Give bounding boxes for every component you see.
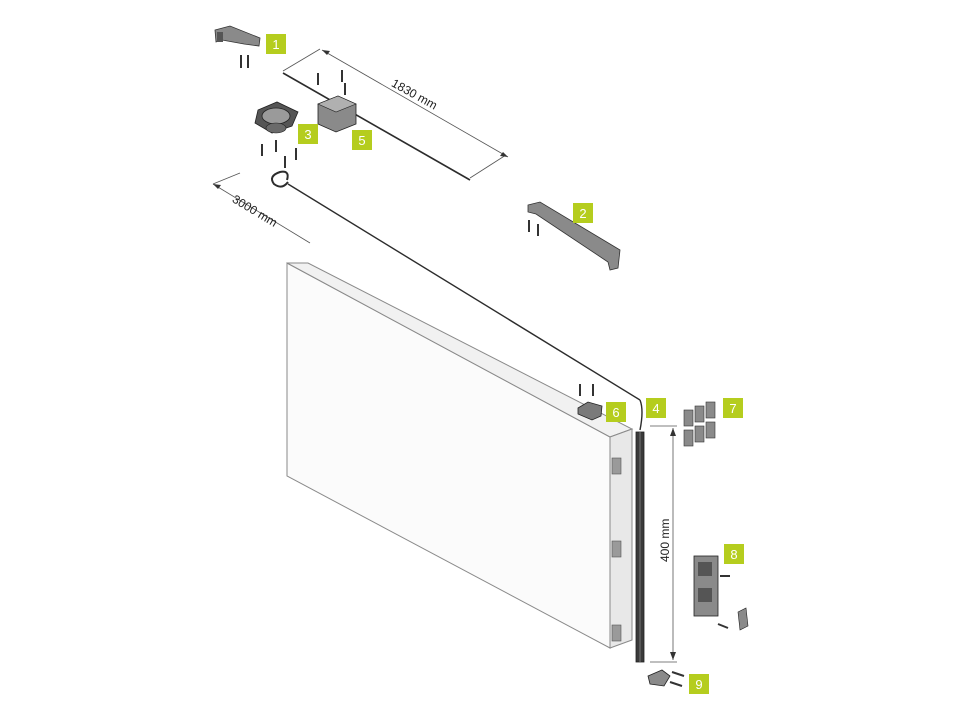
part-6-clamp: [577, 384, 603, 421]
callout-9: 9: [689, 674, 709, 694]
callout-1: 1: [266, 34, 286, 54]
callout-5: 5: [352, 130, 372, 150]
panel-slot-top: [611, 457, 622, 475]
part-7-pads: [683, 401, 716, 447]
rail-1830: [282, 48, 509, 181]
part-8-guide: [693, 555, 749, 631]
callout-3: 3: [298, 124, 318, 144]
panel-slot-middle: [611, 540, 622, 558]
dimension-spring-label: 400 mm: [658, 518, 672, 562]
callout-2: 2: [573, 203, 593, 223]
part-5-carriage: [317, 70, 357, 133]
panel-slot-bottom: [611, 624, 622, 642]
callout-4: 4: [646, 398, 666, 418]
part-9-holder: [647, 669, 685, 687]
cable-3000: [212, 170, 643, 431]
part-1-end-stop: [214, 25, 261, 68]
callout-6: 6: [606, 402, 626, 422]
door-panel: [286, 262, 634, 649]
callout-8: 8: [724, 544, 744, 564]
spring-400: [635, 425, 677, 663]
part-3-pulley: [254, 101, 299, 168]
callout-7: 7: [723, 398, 743, 418]
part-2-bracket: [527, 201, 621, 271]
